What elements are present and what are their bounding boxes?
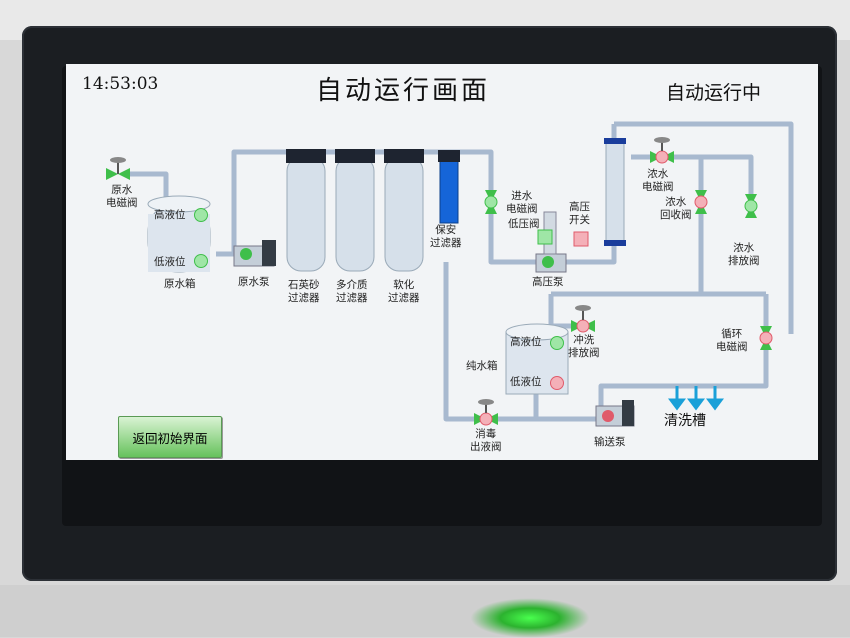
filter-columns — [286, 149, 460, 272]
circulation-solenoid-valve[interactable] — [759, 326, 773, 350]
high-pressure-pump-label: 高压泵 — [532, 276, 564, 288]
hmi-screen: 14:53:03 自动运行画面 自动运行中 原水 电磁阀 高液位 低液位 原水箱… — [66, 64, 818, 460]
pure-tank-label: 纯水箱 — [466, 360, 498, 372]
filter-2-label: 多介质 过滤器 — [336, 279, 368, 304]
raw-tank-label: 原水箱 — [164, 278, 196, 290]
concentrate-discharge-valve-label: 浓水 排放阀 — [728, 242, 760, 267]
raw-tank-low-label: 低液位 — [154, 256, 186, 268]
filter-3-label: 软化 过滤器 — [388, 279, 420, 304]
filter-1-label: 石英砂 过滤器 — [288, 279, 320, 304]
raw-pump-label: 原水泵 — [238, 276, 270, 288]
raw-inlet-valve[interactable] — [106, 157, 130, 180]
flush-valve-label: 冲洗 排放阀 — [568, 334, 600, 359]
pure-tank-high-label: 高液位 — [510, 336, 542, 348]
sterile-outlet-valve[interactable] — [474, 399, 498, 426]
clean-tank-arrows — [668, 386, 724, 411]
transfer-pump — [595, 400, 635, 427]
pure-tank-high-level-indicator — [550, 336, 564, 350]
sterile-valve-label: 消毒 出液阀 — [470, 428, 502, 453]
high-pressure-switch[interactable] — [573, 231, 589, 247]
raw-tank-high-label: 高液位 — [154, 209, 186, 221]
concentrate-return-valve[interactable] — [694, 190, 708, 214]
concentrate-return-valve-label: 浓水 回收阀 — [660, 196, 692, 221]
raw-tank-low-level-indicator — [194, 254, 208, 268]
filter-4-label: 保安 过滤器 — [430, 224, 462, 249]
clock: 14:53:03 — [82, 74, 159, 94]
concentrate-solenoid-valve[interactable] — [650, 137, 674, 164]
pipe-left-return — [443, 262, 606, 422]
pure-tank-low-level-indicator — [550, 376, 564, 390]
concentrate-discharge-valve[interactable] — [744, 194, 758, 218]
back-to-home-button[interactable]: 返回初始界面 — [118, 416, 222, 458]
low-pressure-switch-label: 低压阀 — [508, 218, 540, 230]
flush-discharge-valve[interactable] — [571, 305, 595, 333]
concentrate-valve-label: 浓水 电磁阀 — [642, 168, 674, 193]
pipe-raw-inlet — [124, 171, 169, 199]
pipe-membrane — [614, 121, 794, 334]
low-pressure-switch[interactable] — [537, 229, 553, 245]
pipe-to-hp-pump — [488, 214, 536, 265]
high-pressure-switch-label: 高压 开关 — [569, 201, 590, 226]
inlet-valve-label: 进水 电磁阀 — [506, 190, 538, 215]
raw-water-pump — [233, 240, 276, 267]
device-base — [0, 585, 850, 637]
raw-tank-high-level-indicator — [194, 208, 208, 222]
ro-membrane — [604, 138, 626, 246]
raw-inlet-valve-label: 原水 电磁阀 — [106, 184, 138, 209]
power-indicator-light — [470, 598, 590, 638]
inlet-solenoid-valve[interactable] — [484, 190, 498, 214]
clean-tank-label: 清洗槽 — [664, 413, 706, 429]
circulation-valve-label: 循环 电磁阀 — [716, 328, 748, 353]
run-status: 自动运行中 — [666, 82, 762, 104]
page-title: 自动运行画面 — [316, 76, 491, 106]
pure-tank-low-label: 低液位 — [510, 376, 542, 388]
transfer-pump-label: 输送泵 — [594, 436, 626, 448]
